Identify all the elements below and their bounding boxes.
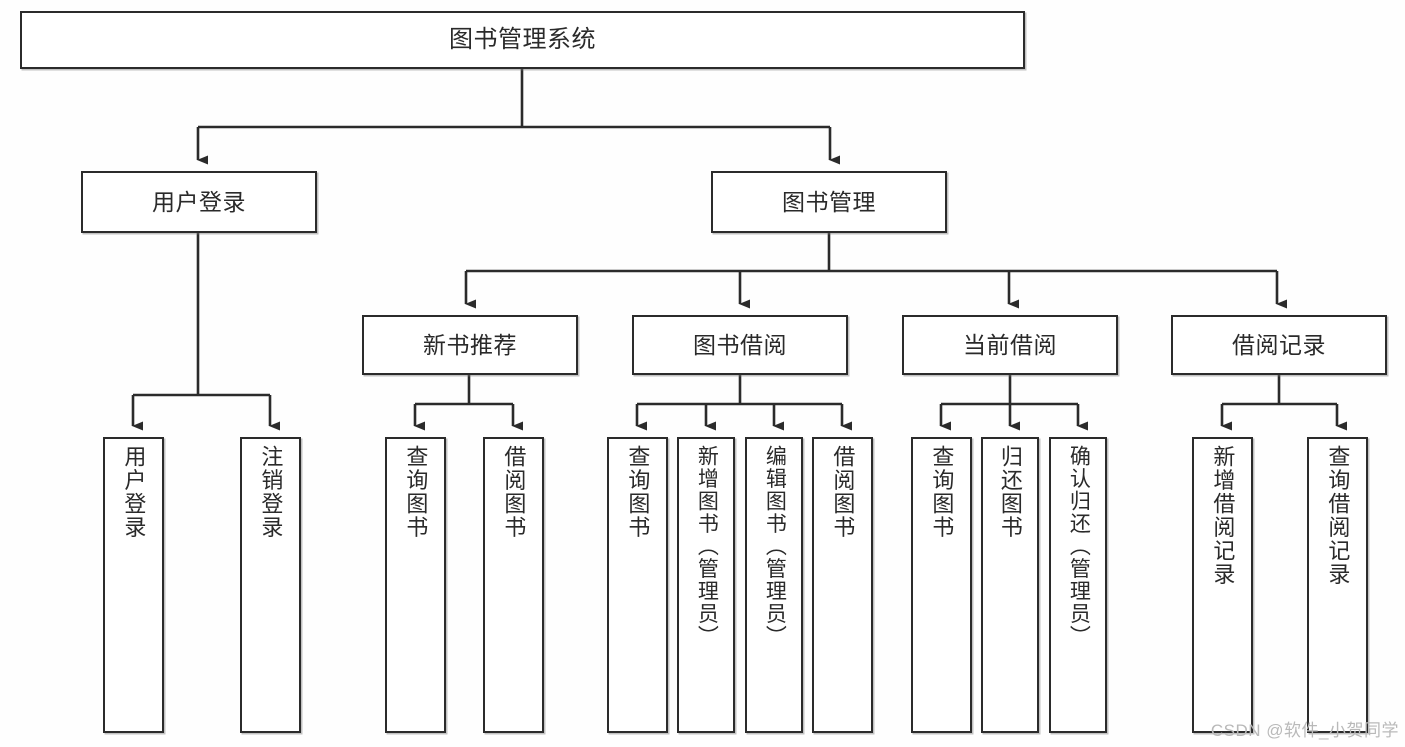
node-label: 当前借阅 (963, 331, 1057, 358)
leaf-add-book-admin[interactable]: 新增图书（管理员） (677, 437, 735, 733)
node-new-book-recommend[interactable]: 新书推荐 (362, 315, 578, 375)
leaf-borrow-book[interactable]: 借阅图书 (812, 437, 873, 733)
leaf-borrow-book-recommend[interactable]: 借阅图书 (483, 437, 544, 733)
leaf-logout[interactable]: 注销登录 (240, 437, 301, 733)
leaf-add-borrow-record[interactable]: 新增借阅记录 (1192, 437, 1253, 733)
leaf-query-borrow-record[interactable]: 查询借阅记录 (1307, 437, 1368, 733)
node-user-login[interactable]: 用户登录 (81, 171, 317, 233)
leaf-user-login[interactable]: 用户登录 (103, 437, 164, 733)
node-book-management[interactable]: 图书管理 (711, 171, 947, 233)
node-label: 借阅记录 (1232, 331, 1326, 358)
leaf-query-book-current[interactable]: 查询图书 (911, 437, 972, 733)
node-label: 用户登录 (121, 445, 147, 539)
node-borrow-record[interactable]: 借阅记录 (1171, 315, 1387, 375)
node-label: 注销登录 (258, 445, 284, 539)
watermark-text: CSDN @软件_小贺同学 (1210, 721, 1399, 740)
node-label: 用户登录 (152, 188, 246, 215)
node-label: 借阅图书 (830, 445, 856, 539)
node-label: 归还图书 (997, 445, 1023, 539)
node-label: 新增图书（管理员） (695, 445, 719, 648)
node-label: 查询图书 (929, 445, 955, 539)
leaf-query-book-borrow[interactable]: 查询图书 (607, 437, 668, 733)
node-label: 借阅图书 (501, 445, 527, 539)
node-label: 新书推荐 (423, 331, 517, 358)
node-label: 图书管理系统 (449, 26, 596, 54)
leaf-return-book[interactable]: 归还图书 (981, 437, 1039, 733)
leaf-edit-book-admin[interactable]: 编辑图书（管理员） (745, 437, 803, 733)
node-label: 图书管理 (782, 188, 876, 215)
node-root-system[interactable]: 图书管理系统 (20, 11, 1025, 69)
node-book-borrow[interactable]: 图书借阅 (632, 315, 848, 375)
node-label: 确认归还（管理员） (1067, 445, 1091, 648)
node-current-borrow[interactable]: 当前借阅 (902, 315, 1118, 375)
node-label: 查询图书 (403, 445, 429, 539)
leaf-confirm-return-admin[interactable]: 确认归还（管理员） (1049, 437, 1107, 733)
node-label: 图书借阅 (693, 331, 787, 358)
node-label: 编辑图书（管理员） (763, 445, 787, 648)
node-label: 查询借阅记录 (1325, 445, 1351, 586)
node-label: 查询图书 (625, 445, 651, 539)
leaf-query-book-recommend[interactable]: 查询图书 (385, 437, 446, 733)
node-label: 新增借阅记录 (1210, 445, 1236, 586)
